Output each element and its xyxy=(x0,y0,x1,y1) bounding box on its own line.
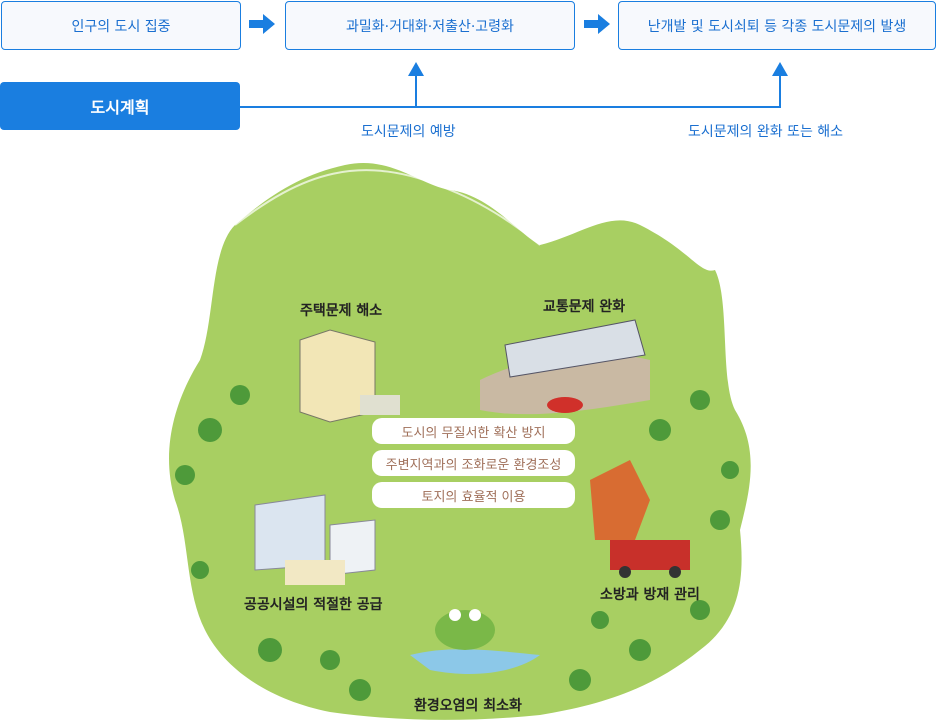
label-traffic: 교통문제 완화 xyxy=(543,299,626,315)
goal-harmony: 주변지역과의 조화로운 환경조성 xyxy=(372,450,575,476)
step-label: 과밀화·거대화·저출산·고령화 xyxy=(346,18,514,35)
label-housing: 주택문제 해소 xyxy=(300,303,383,319)
step-urban-problems: 난개발 및 도시쇠퇴 등 각종 도시문제의 발생 xyxy=(618,1,936,50)
urban-planning-box: 도시계획 xyxy=(0,82,240,130)
right-arrow-icon xyxy=(249,14,275,34)
label-pollution: 환경오염의 최소화 xyxy=(414,698,522,714)
train-illustration xyxy=(480,319,650,415)
step-overcrowding: 과밀화·거대화·저출산·고령화 xyxy=(285,1,575,50)
goal-sprawl: 도시의 무질서한 확산 방지 xyxy=(372,418,575,444)
tree-icons xyxy=(175,385,739,701)
caption-mitigation: 도시문제의 완화 또는 해소 xyxy=(688,124,844,140)
goal-land-use: 토지의 효율적 이용 xyxy=(372,482,575,508)
house-illustration xyxy=(299,329,400,423)
hospital-illustration xyxy=(254,494,376,585)
frog-pond-illustration xyxy=(410,609,540,675)
plan-label: 도시계획 xyxy=(90,98,150,117)
step-label: 인구의 도시 집중 xyxy=(71,18,171,35)
caption-prevention: 도시문제의 예방 xyxy=(361,124,456,140)
step-label: 난개발 및 도시쇠퇴 등 각종 도시문제의 발생 xyxy=(647,18,907,35)
label-public-facilities: 공공시설의 적절한 공급 xyxy=(244,597,383,613)
fire-truck-illustration xyxy=(590,460,690,578)
step-population: 인구의 도시 집중 xyxy=(1,1,241,50)
label-fire-disaster: 소방과 방재 관리 xyxy=(600,587,700,603)
right-arrow-icon xyxy=(584,14,610,34)
